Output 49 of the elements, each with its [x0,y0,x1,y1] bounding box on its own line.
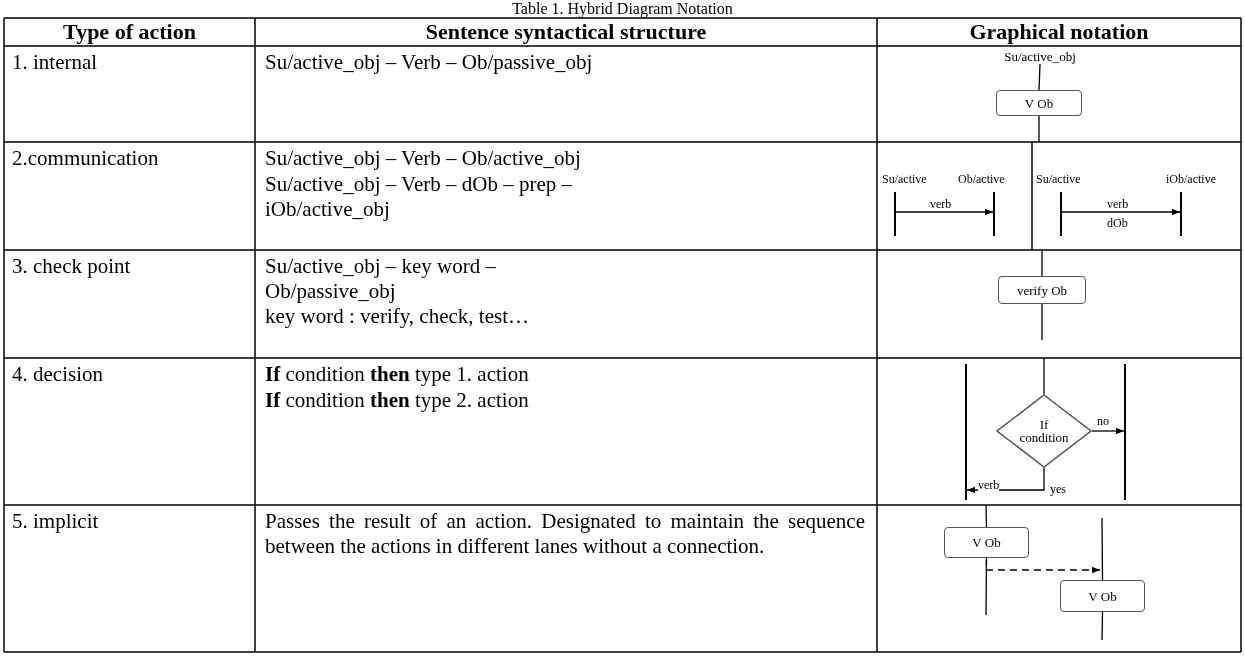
lifeline [1124,364,1126,500]
column-header: Sentence syntactical structure [424,19,708,45]
object-label: Su/active [882,172,927,187]
lifeline-segment [1038,63,1041,91]
action-type: 2.communication [12,146,160,171]
lifeline [1060,192,1062,236]
object-label: Ob/active [958,172,1005,187]
diagram-label: verb [978,478,1000,492]
lifeline-segment [1038,115,1040,143]
object-label: iOb/active [1166,172,1216,187]
lifeline [894,192,896,236]
message-arrow [966,467,1045,494]
message-arrow [895,208,994,216]
lifeline-segment [1101,611,1104,641]
column-header: Graphical notation [968,19,1150,45]
sentence-pattern: Su/active_obj – Verb – dOb – prep – iOb/active_obj [265,172,573,222]
lifeline [1180,192,1182,236]
edge-label: verb [1107,197,1129,211]
object-label: Su/active_obj [995,48,1085,64]
lifeline-segment [1043,357,1045,395]
sentence-pattern: If condition then type 1. action [265,362,530,387]
message-arrow [1061,208,1181,216]
edge-label: verb [930,197,952,211]
action-type: 1. internal [12,50,99,75]
lifeline [993,192,995,236]
sentence-pattern: If condition then type 2. action [265,388,530,413]
lifeline-segment [1041,303,1043,341]
action-box: V Ob [944,527,1029,558]
column-header: Type of action [62,19,197,45]
object-label: Su/active [1036,172,1081,187]
action-box: verify Ob [998,276,1086,304]
diagram-label: dOb [1107,216,1128,230]
sentence-pattern: Su/active_obj – Verb – Ob/passive_obj [265,50,594,75]
lifeline [965,364,967,500]
table-title: Table 1. Hybrid Diagram Notation [511,0,734,18]
lifeline-segment [985,504,988,528]
lifeline-segment [1041,249,1043,277]
message-arrow [1091,427,1125,435]
message-arrow [985,557,1101,574]
lifeline-segment [1101,517,1104,581]
action-box: V Ob [1060,580,1145,612]
action-type: 4. decision [12,362,104,387]
description-text: Passes the result of an action. Designated to maintain the sequence between the actions in different lanes without a connection. [265,509,865,559]
action-box: V Ob [996,90,1082,116]
sentence-pattern: key word : verify, check, test… [265,304,530,329]
sentence-pattern: Su/active_obj – Verb – Ob/active_obj [265,146,582,171]
action-type: 3. check point [12,254,132,279]
action-type: 5. implicit [12,509,100,534]
decision-diamond: If condition [996,394,1092,468]
